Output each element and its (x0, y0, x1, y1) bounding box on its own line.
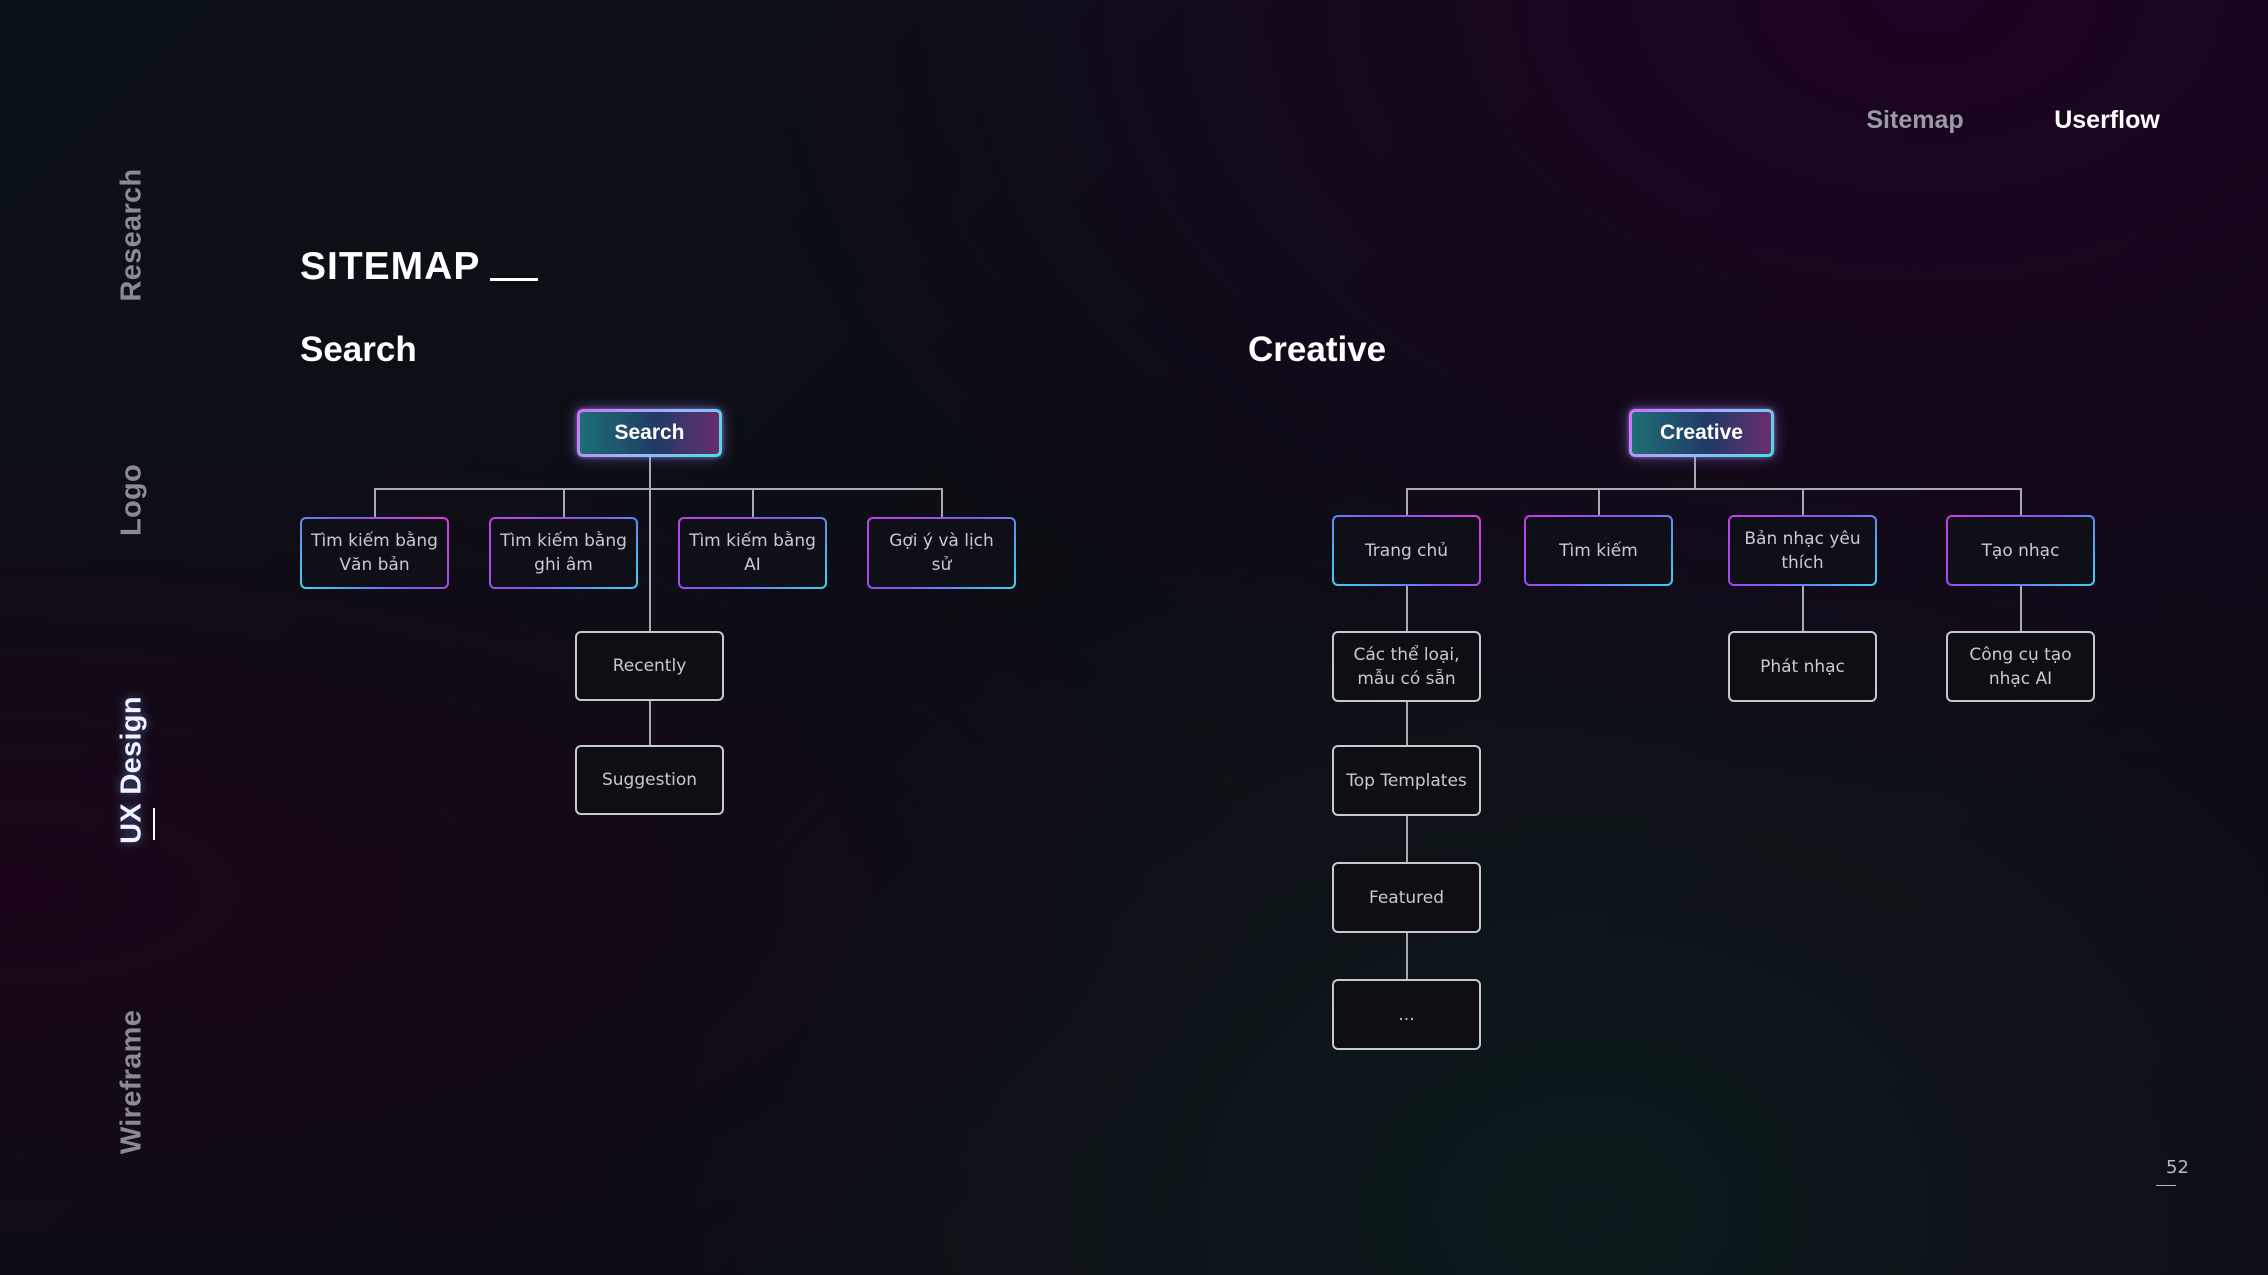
search-root-node[interactable]: Search (577, 409, 722, 457)
page-title: SITEMAP (300, 245, 481, 288)
side-nav-wireframe[interactable]: Wireframe (115, 1009, 148, 1155)
creative-more-node[interactable]: ... (1332, 979, 1481, 1050)
search-suggestion-node[interactable]: Suggestion (575, 745, 724, 815)
search-trunk-line (649, 457, 651, 631)
creative-create-node[interactable]: Tạo nhạc (1946, 515, 2095, 586)
search-voice-node[interactable]: Tìm kiếm bằng ghi âm (489, 517, 638, 589)
creative-home-node[interactable]: Trang chủ (1332, 515, 1481, 586)
creative-favorite-node[interactable]: Bản nhạc yêu thích (1728, 515, 1877, 586)
creative-drop-2 (1598, 488, 1600, 516)
top-nav-userflow[interactable]: Userflow (2054, 106, 2160, 134)
creative-root-node[interactable]: Creative (1629, 409, 1774, 457)
creative-drop-3 (1802, 488, 1804, 516)
creative-search-node[interactable]: Tìm kiếm (1524, 515, 1673, 586)
search-branch-line (374, 488, 943, 490)
creative-create-line (2020, 586, 2022, 632)
page-number: 52 (2166, 1157, 2189, 1178)
creative-section-title: Creative (1248, 330, 1387, 369)
creative-home-chain-line (1406, 586, 1408, 1046)
search-drop-3 (752, 488, 754, 518)
side-nav-logo[interactable]: Logo (115, 463, 148, 537)
top-nav-sitemap[interactable]: Sitemap (1866, 106, 1964, 134)
side-nav-active-indicator (153, 808, 155, 840)
creative-play-music-node[interactable]: Phát nhạc (1728, 631, 1877, 702)
creative-ai-tool-node[interactable]: Công cụ tạo nhạc AI (1946, 631, 2095, 702)
search-drop-1 (374, 488, 376, 518)
search-text-node[interactable]: Tìm kiếm bằng Văn bản (300, 517, 449, 589)
search-drop-4 (941, 488, 943, 518)
creative-drop-4 (2020, 488, 2022, 516)
search-section-title: Search (300, 330, 417, 369)
search-drop-2 (563, 488, 565, 518)
search-ai-node[interactable]: Tìm kiếm bằng AI (678, 517, 827, 589)
page-number-underline (2156, 1185, 2176, 1186)
creative-favorite-line (1802, 586, 1804, 632)
search-recently-node[interactable]: Recently (575, 631, 724, 701)
search-history-node[interactable]: Gợi ý và lịch sử (867, 517, 1016, 589)
creative-branch-line (1406, 488, 2022, 490)
side-nav-ux-design[interactable]: UX Design (115, 696, 148, 844)
creative-trunk-line (1694, 457, 1696, 489)
creative-featured-node[interactable]: Featured (1332, 862, 1481, 933)
creative-top-templates-node[interactable]: Top Templates (1332, 745, 1481, 816)
side-nav-research[interactable]: Research (115, 168, 148, 302)
search-recently-line (649, 701, 651, 746)
creative-genres-node[interactable]: Các thể loại, mẫu có sẵn (1332, 631, 1481, 702)
creative-drop-1 (1406, 488, 1408, 516)
title-dash (490, 278, 538, 281)
